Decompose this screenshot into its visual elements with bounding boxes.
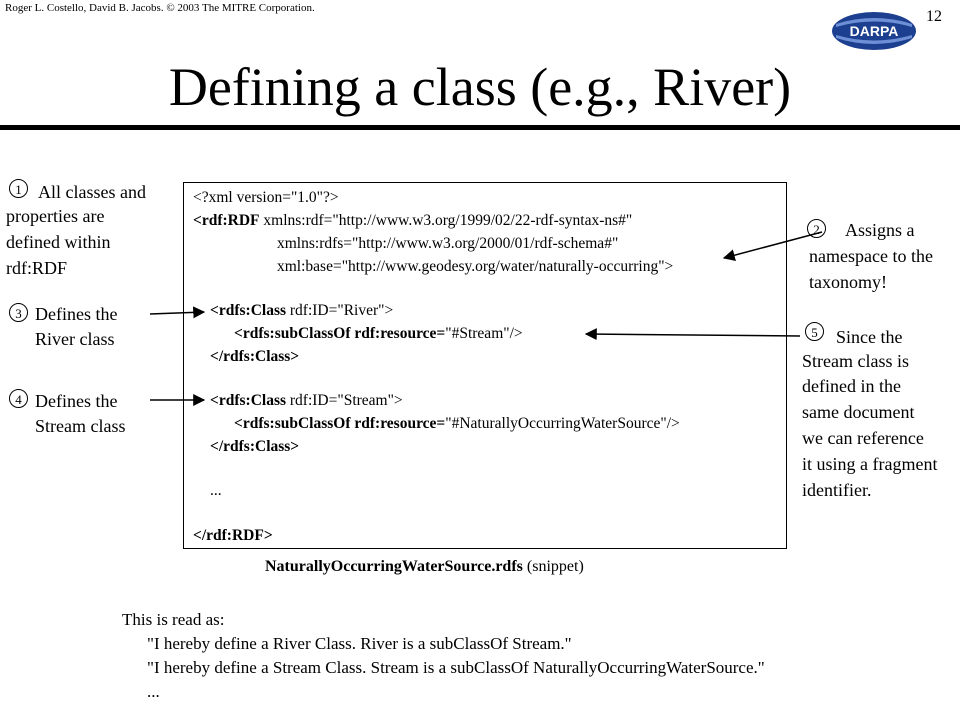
code-stream-class-open: <rdfs:Class rdf:ID="Stream"> [210,391,403,411]
note-1-line-3: defined within [6,232,111,252]
darpa-logo-text: DARPA [850,23,899,39]
code-rdf-close: </rdf:RDF> [193,526,273,546]
code-river-class-tag: <rdfs:Class [210,302,287,319]
code-stream-subclass-ref: "#NaturallyOccurringWaterSource"/> [445,415,680,432]
summary-line-1: "I hereby define a River Class. River is… [147,634,572,653]
note-3-line-1: Defines the [35,304,118,324]
note-2-line-2: namespace to the [809,246,933,266]
code-river-subclass: <rdfs:subClassOf rdf:resource="#Stream"/… [234,324,523,344]
code-stream-class-close: </rdfs:Class> [210,437,299,457]
code-caption-filename: NaturallyOccurringWaterSource.rdfs [265,558,523,575]
note-5-line-5: we can reference [802,428,924,448]
note-5-line-3: defined in the [802,376,901,396]
title-divider [0,125,960,130]
code-xml-base: xml:base="http://www.geodesy.org/water/n… [277,258,674,275]
darpa-logo: DARPA [832,12,916,50]
note-5-line-7: identifier. [802,480,872,500]
code-stream-class-id: rdf:ID="Stream"> [286,392,403,409]
note-3-number: 3 [9,303,28,322]
note-1-number: 1 [9,179,28,198]
summary-line-3: ... [147,682,160,701]
note-3-line-2: River class [35,329,115,349]
note-2-number: 2 [807,219,826,238]
code-caption: NaturallyOccurringWaterSource.rdfs (snip… [265,558,584,576]
summary-intro: This is read as: [122,610,225,629]
note-5-line-6: it using a fragment [802,454,938,474]
note-4-line-2: Stream class [35,416,126,436]
note-5-number: 5 [805,322,824,341]
code-river-class-open: <rdfs:Class rdf:ID="River"> [210,301,393,321]
code-stream-class-close-tag: </rdfs:Class> [210,438,300,455]
code-ellipsis: ... [210,482,222,499]
code-river-class-id: rdf:ID="River"> [286,302,394,319]
code-rdf-close-tag: </rdf:RDF> [193,527,273,544]
page-number: 12 [926,8,942,25]
note-5-line-1: Since the [836,327,903,347]
code-stream-subclass-tag: <rdfs:subClassOf rdf:resource= [234,415,446,432]
note-5-line-2: Stream class is [802,351,909,371]
code-river-subclass-ref: "#Stream"/> [445,325,523,342]
code-river-class-close-tag: </rdfs:Class> [210,348,300,365]
code-rdf-open-tag: <rdf:RDF [193,212,260,229]
code-stream-class-tag: <rdfs:Class [210,392,287,409]
note-1-line-1: All classes and [38,182,146,202]
note-1-line-2: properties are [6,206,105,226]
code-river-class-close: </rdfs:Class> [210,347,299,367]
note-2-line-3: taxonomy! [809,272,887,292]
note-1-line-4: rdf:RDF [6,258,68,278]
note-2-line-1: Assigns a [845,220,915,240]
code-stream-subclass: <rdfs:subClassOf rdf:resource="#Naturall… [234,414,680,434]
slide-title: Defining a class (e.g., River) [168,57,792,117]
code-snippet-box [183,182,787,549]
code-rdf-open-ns: xmlns:rdf="http://www.w3.org/1999/02/22-… [259,212,633,229]
code-rdfs-ns: xmlns:rdfs="http://www.w3.org/2000/01/rd… [277,235,619,252]
code-rdf-open: <rdf:RDF xmlns:rdf="http://www.w3.org/19… [193,211,632,231]
code-river-subclass-tag: <rdfs:subClassOf rdf:resource= [234,325,446,342]
note-4-number: 4 [9,389,28,408]
note-4-line-1: Defines the [35,391,118,411]
copyright-text: Roger L. Costello, David B. Jacobs. © 20… [5,2,315,14]
summary-line-2: "I hereby define a Stream Class. Stream … [147,658,765,677]
code-xml-decl: <?xml version="1.0"?> [193,189,339,206]
note-5-line-4: same document [802,402,915,422]
code-caption-suffix: (snippet) [522,558,584,575]
